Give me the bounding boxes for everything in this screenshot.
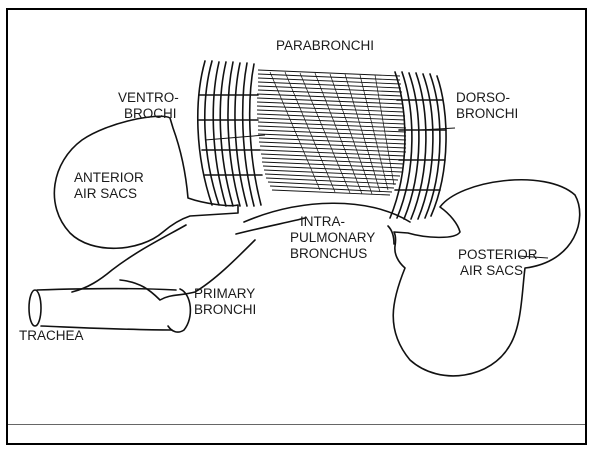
label-parabronchi: PARABRONCHI: [276, 38, 374, 53]
ventrobronchus-rib: [243, 63, 254, 206]
label-primary-bronchi-line2: BRONCHI: [194, 302, 256, 317]
label-anterior-air-sacs-line2: AIR SACS: [74, 186, 137, 201]
label-intrapulmonary-line2: PULMONARY: [290, 230, 375, 245]
label-posterior-air-sacs-line1: POSTERIOR: [458, 247, 538, 262]
label-dorsobronchi-line1: DORSO-: [456, 90, 510, 105]
ventrobronchus-rib: [220, 62, 233, 206]
label-primary-bronchi-line1: PRIMARY: [194, 286, 255, 301]
label-intrapulmonary-line3: BRONCHUS: [290, 246, 367, 261]
label-posterior-air-sacs-line2: AIR SACS: [460, 263, 523, 278]
label-ventrobronchi-line1: VENTRO-: [118, 90, 179, 105]
ventrobronchus-rib: [213, 62, 226, 206]
label-ventrobronchi-line2: BROCHI: [124, 106, 177, 121]
ventrobronchus-rib: [205, 61, 219, 205]
label-dorsobronchi-line2: BRONCHI: [456, 106, 518, 121]
label-intrapulmonary-line1: INTRA-: [300, 214, 345, 229]
intrapulmonary-bronchus-lower-b: [388, 226, 394, 244]
parabronchi-bundle: [257, 70, 406, 195]
trachea-end: [29, 290, 41, 326]
dorsobronchus-rib: [390, 72, 405, 218]
label-trachea: TRACHEA: [19, 328, 84, 343]
ventrobronchus-rib: [228, 62, 240, 206]
label-anterior-air-sacs-line1: ANTERIOR: [74, 170, 144, 185]
ventrobronchus-rib: [235, 63, 247, 206]
